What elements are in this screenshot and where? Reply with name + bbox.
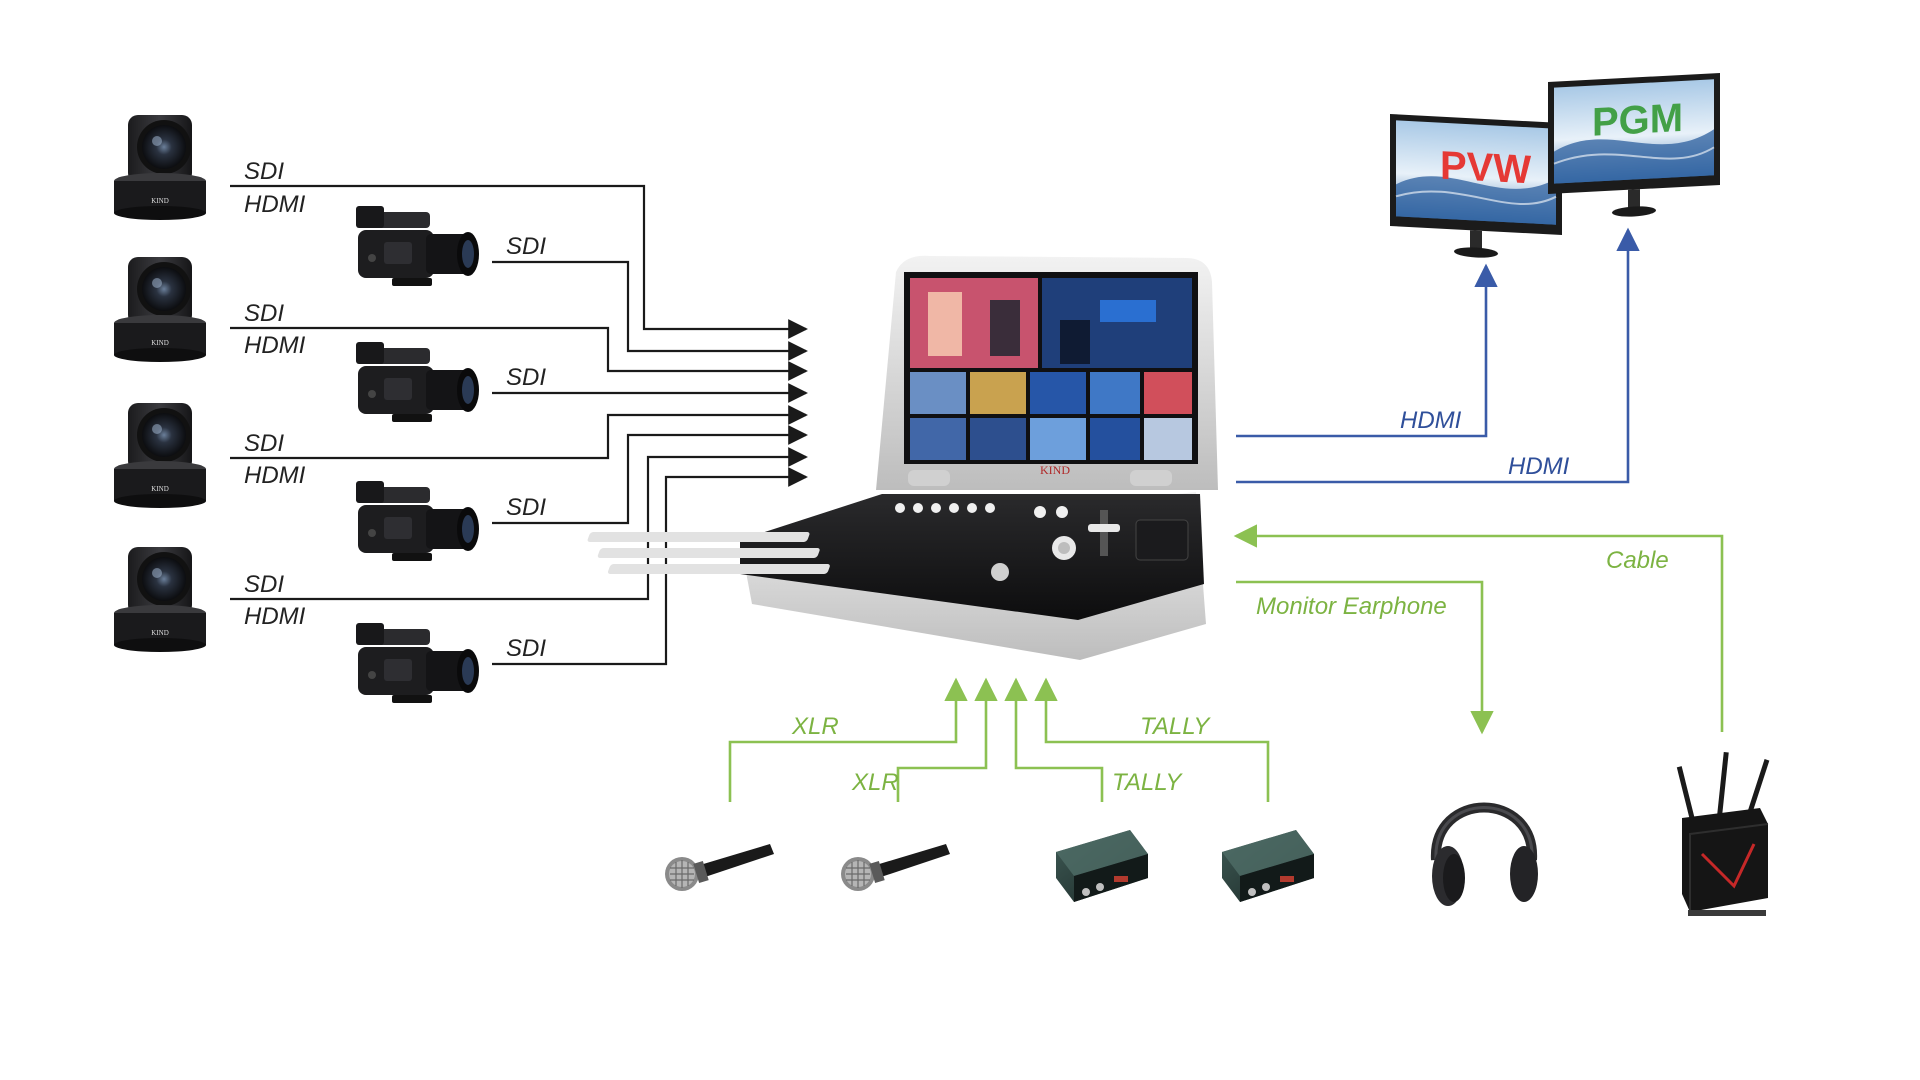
cable-label: Cable [1606,547,1669,574]
hdmi-label: HDMI [1508,453,1570,480]
ptz-cameras [114,115,206,652]
sdi-label: SDI [506,233,546,260]
ptz-camera-icon [114,257,206,362]
microphone-icon [840,843,951,892]
ptz-camera-icon [114,547,206,652]
tally-label: TALLY [1140,713,1211,740]
headphones-icon [1432,808,1538,907]
sdi-label: SDI [506,494,546,521]
portable-switcher-icon: KIND [587,255,1218,660]
ptz-camera-icon [114,403,206,508]
xlr-label: XLR [851,769,899,796]
tally-box-icon [1222,830,1314,902]
xlr-label: XLR [791,713,839,740]
program-monitor: PGM [1546,71,1722,223]
pgm-text: PGM [1592,96,1683,145]
video-labels: SDI HDMI SDI SDI HDMI SDI SDI HDMI SDI S… [244,158,546,662]
ptz-camera-icon [114,115,206,220]
hdmi-label: HDMI [1400,407,1462,434]
microphone-icon [664,843,775,892]
hdmi-label: HDMI [244,462,306,489]
tally-label: TALLY [1112,769,1183,796]
camcorder-icon [356,623,479,703]
camcorders [356,206,479,703]
hdmi-label: HDMI [244,191,306,218]
audio-tally-wires [728,524,1724,802]
sdi-label: SDI [506,364,546,391]
tally-box-icon [1056,830,1148,902]
hdmi-output-wires [1236,227,1640,484]
sdi-label: SDI [244,571,284,598]
monitor-icon [1546,71,1722,223]
multiview-screen [910,278,1192,460]
brand-text: KIND [1040,463,1070,477]
pvw-text: PVW [1440,144,1531,193]
camcorder-icon [356,342,479,422]
sdi-label: SDI [506,635,546,662]
camcorder-icon [356,481,479,561]
hdmi-label: HDMI [244,603,306,630]
hdmi-label: HDMI [244,332,306,359]
sdi-label: SDI [244,430,284,457]
sdi-label: SDI [244,300,284,327]
sdi-label: SDI [244,158,284,185]
monitor-earphone-label: Monitor Earphone [1256,593,1447,620]
camcorder-icon [356,206,479,286]
video-input-wires [230,184,808,666]
wifi-router-icon [1675,750,1771,918]
preview-monitor: PVW [1388,112,1564,264]
